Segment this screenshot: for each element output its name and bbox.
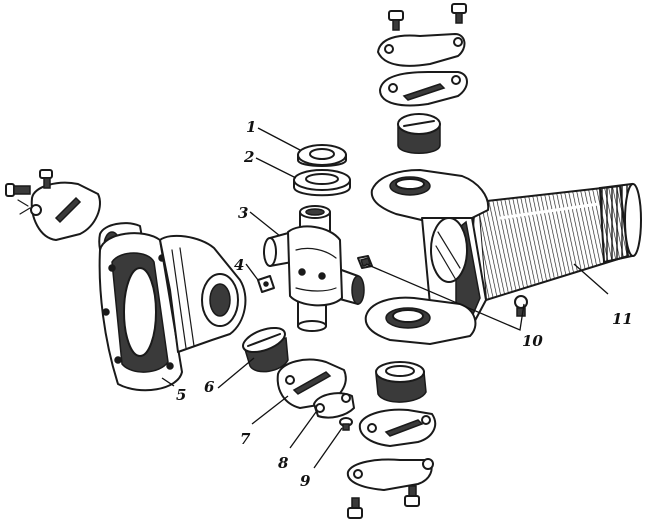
top-bolt-right [451, 3, 467, 24]
leader-10 [365, 263, 525, 331]
callout-5: 5 [176, 386, 186, 404]
leader-11 [573, 263, 609, 295]
bearing-cup-part-6 [242, 326, 289, 373]
callout-2: 2 [243, 148, 254, 166]
leader-9 [313, 427, 343, 469]
left-lock-plate-assembly [5, 169, 101, 241]
leader-7 [251, 395, 289, 425]
top-bolt-left [388, 10, 404, 31]
top-cover-plate [379, 71, 468, 107]
top-lock-plate [377, 33, 466, 67]
grease-nipple-part-4 [257, 275, 275, 293]
callout-6: 6 [204, 378, 215, 396]
callout-7: 7 [240, 430, 251, 448]
callout-9: 9 [300, 472, 311, 490]
callout-8: 8 [278, 454, 289, 472]
retainer-ring-part-2 [293, 169, 351, 197]
leader-1 [257, 127, 301, 151]
shaft-tube-part-11 [471, 182, 642, 302]
leader-5 [161, 377, 175, 387]
flange-yoke-part-5 [98, 222, 247, 392]
lower-bearing-cup [375, 361, 427, 403]
bottom-bolt-right [404, 485, 420, 507]
leader-2 [255, 157, 297, 179]
spider-cross-part-3 [263, 205, 365, 332]
callout-10: 10 [522, 332, 543, 350]
yoke-grease-nipple [514, 295, 528, 317]
leader-3 [249, 211, 281, 237]
shaft-yoke [364, 169, 490, 345]
leader-6 [217, 357, 255, 389]
callout-11: 11 [612, 310, 633, 328]
seal-ring-part-1 [297, 144, 347, 167]
leader-8 [289, 411, 317, 449]
callout-4: 4 [234, 256, 244, 274]
screw-part-9 [339, 417, 353, 431]
callout-1: 1 [246, 118, 256, 136]
leader-4 [245, 263, 259, 281]
lower-right-lock-plate [346, 458, 434, 491]
callout-3: 3 [238, 204, 248, 222]
callout-labels: 1 2 3 4 5 6 7 8 9 10 11 [176, 118, 633, 490]
lower-right-cover-plate [358, 408, 437, 447]
lock-plate-part-8 [313, 392, 355, 419]
bottom-bolt-left [347, 497, 363, 519]
leader-lines [161, 127, 609, 469]
top-bearing-cup [397, 113, 441, 154]
